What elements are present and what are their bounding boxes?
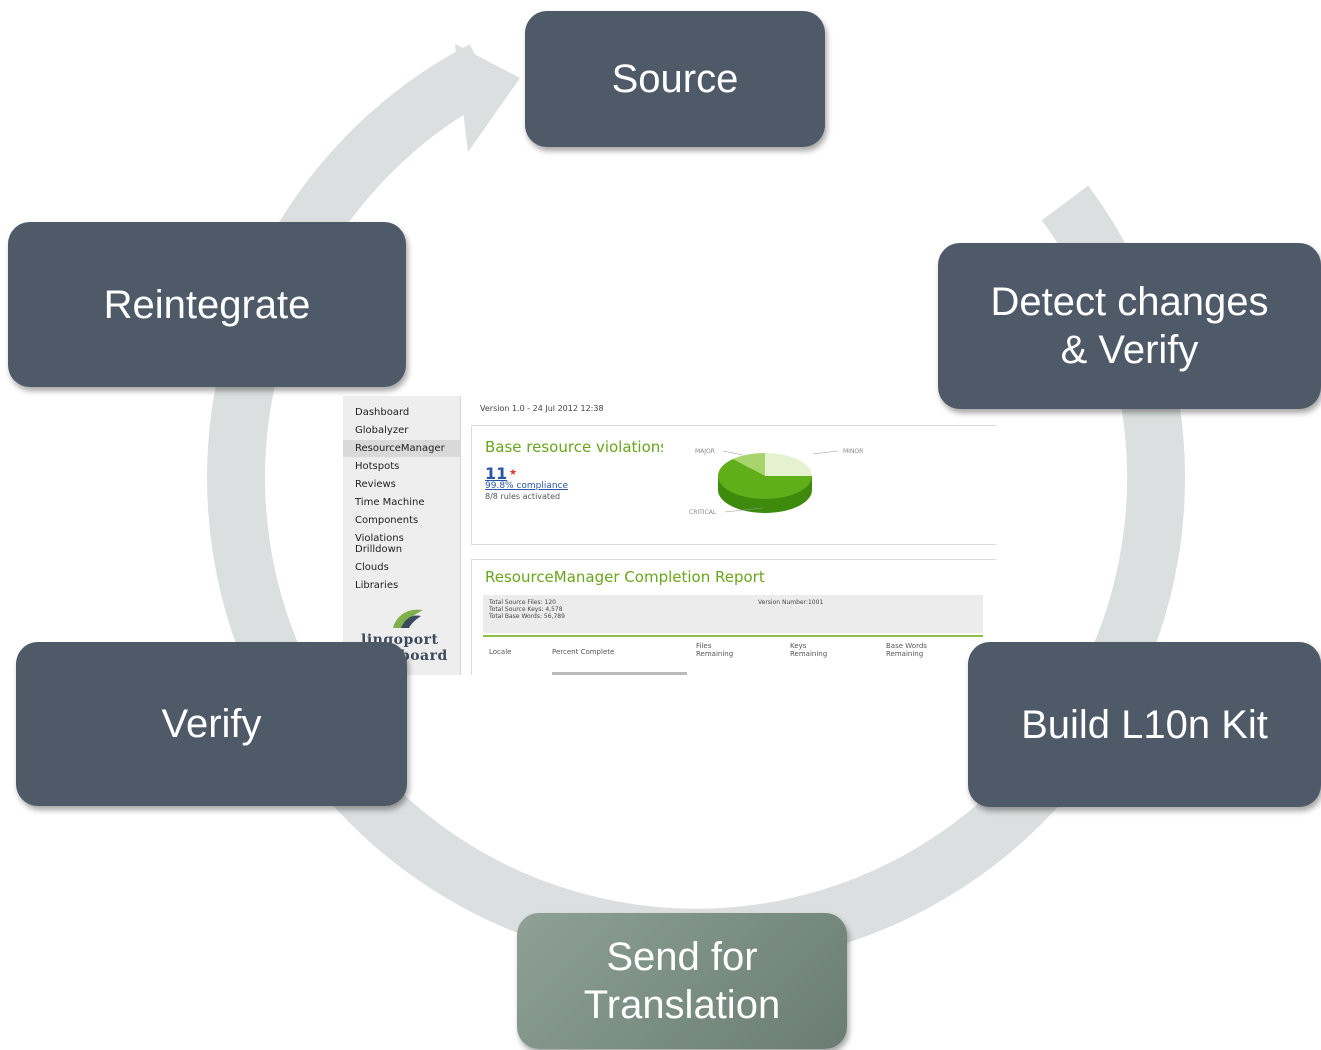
step-detect-label-line1: Detect changes [990, 280, 1269, 324]
step-reintegrate-label: Reintegrate [103, 282, 311, 327]
step-reintegrate: Reintegrate [8, 222, 406, 387]
pie-label-critical: CRITICAL [689, 509, 717, 516]
version-text: Version 1.0 - 24 Jul 2012 12:38 [480, 404, 604, 413]
step-send-label-line2: Translation [583, 983, 781, 1027]
step-send-label-line1: Send for [606, 935, 758, 979]
sidebar-item-clouds[interactable]: Clouds [355, 562, 389, 573]
stat-version-number: Version Number:1001 [758, 599, 824, 606]
cycle-arrowhead [455, 44, 520, 152]
percent-complete-bar [552, 672, 687, 675]
sidebar-item-resourcemanager[interactable]: ResourceManager [343, 440, 460, 457]
completion-report-panel: ResourceManager Completion Report Total … [471, 559, 996, 675]
compliance-link[interactable]: 99.8% compliance [485, 481, 569, 491]
new-violation-star-icon: ★ [509, 468, 518, 478]
stat-base-words: Total Base Words: 56,789 [489, 613, 565, 620]
violations-pie-chart: MAJOR MINOR CRITICAL [663, 434, 903, 529]
sidebar-item-reviews[interactable]: Reviews [355, 479, 396, 490]
sidebar-item-dashboard[interactable]: Dashboard [355, 407, 410, 418]
sidebar-item-libraries[interactable]: Libraries [355, 580, 399, 591]
step-build-label: Build L10n Kit [1021, 702, 1268, 747]
dashboard-sidebar: Dashboard Globalyzer ResourceManager Hot… [343, 396, 461, 675]
pie-chart-graphic [717, 450, 839, 513]
stat-source-keys: Total Source Keys: 4,578 [489, 606, 563, 613]
sidebar-item-components[interactable]: Components [355, 515, 419, 526]
step-send-for-translation: Send for Translation [517, 913, 847, 1049]
dashboard-screenshot: Dashboard Globalyzer ResourceManager Hot… [343, 396, 996, 675]
stat-source-files: Total Source Files: 120 [489, 599, 556, 606]
violations-count-link[interactable]: 11 [485, 464, 508, 483]
violations-panel: Base resource violations 11 ★ 99.8% comp… [471, 425, 996, 545]
table-header-divider [483, 635, 983, 637]
step-verify-label: Verify [161, 702, 262, 746]
step-verify: Verify [16, 642, 407, 806]
column-header-base-words-remaining: Base Words Remaining [886, 642, 927, 658]
rules-activated-text: 8/8 rules activated [485, 492, 561, 501]
column-header-keys-remaining: Keys Remaining [790, 642, 828, 658]
pie-label-minor: MINOR [843, 448, 864, 455]
step-build-l10n-kit: Build L10n Kit [968, 642, 1321, 807]
sidebar-item-violations-drilldown[interactable]: Violations Drilldown [355, 533, 404, 555]
step-source: Source [525, 11, 825, 147]
pie-label-major: MAJOR [695, 448, 715, 455]
completion-title: ResourceManager Completion Report [485, 568, 765, 586]
sidebar-item-globalyzer[interactable]: Globalyzer [355, 425, 409, 436]
step-detect-changes-verify: Detect changes & Verify [938, 243, 1321, 409]
completion-stats: Total Source Files: 120 Total Source Key… [483, 595, 983, 633]
step-source-label: Source [611, 57, 739, 101]
violations-title: Base resource violations [485, 438, 669, 456]
step-detect-label-line2: & Verify [1060, 328, 1199, 372]
column-header-percent-complete: Percent Complete [552, 648, 615, 656]
column-header-locale: Locale [489, 648, 512, 656]
sidebar-item-hotspots[interactable]: Hotspots [355, 461, 400, 472]
sidebar-item-time-machine[interactable]: Time Machine [355, 497, 425, 508]
lingoport-logo-icon [393, 609, 423, 628]
column-header-files-remaining: Files Remaining [696, 642, 734, 658]
